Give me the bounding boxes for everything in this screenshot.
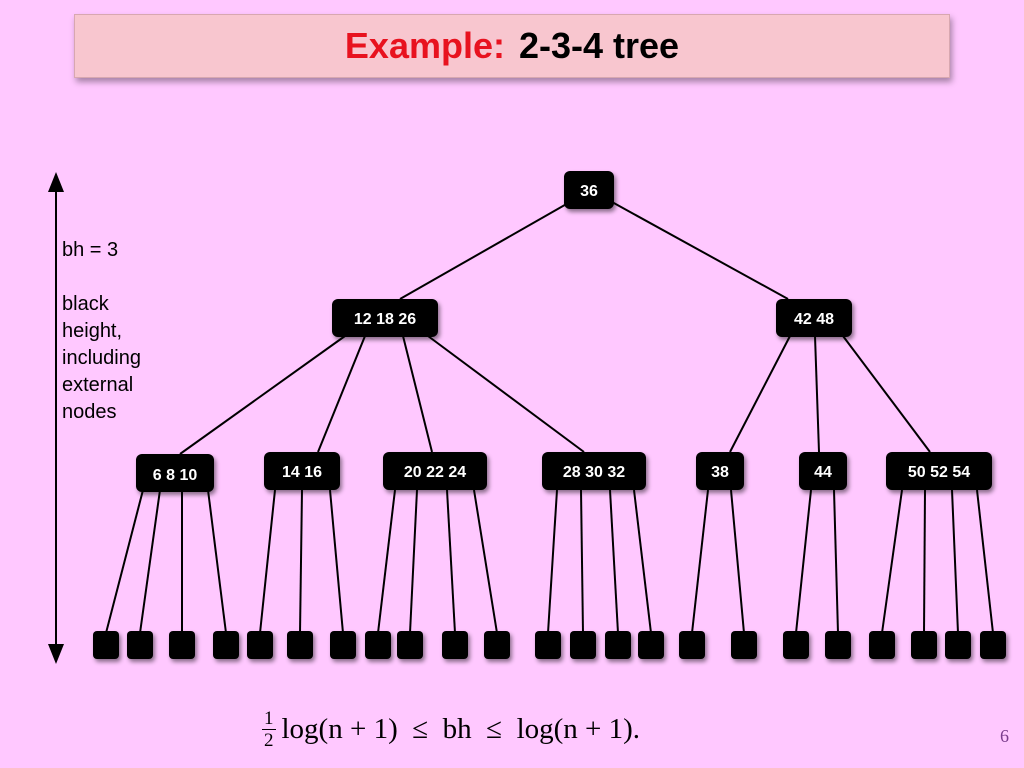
external-node — [679, 631, 705, 659]
internal-node-12-18-26: 12 18 26 — [332, 299, 438, 337]
leaf-node-14-16: 14 16 — [264, 452, 340, 490]
tree-edge — [842, 335, 931, 453]
leaf-node-44: 44 — [799, 452, 847, 490]
external-node — [638, 631, 664, 659]
tree-edge — [446, 489, 456, 634]
tree-edge — [881, 489, 903, 634]
tree-edge — [399, 201, 571, 300]
leaf-node-6-8-10: 6 8 10 — [136, 454, 214, 492]
external-node — [731, 631, 757, 659]
formula-op2: ≤ — [486, 712, 503, 745]
tree-edge — [329, 489, 344, 634]
leaf-node-50-52-54: 50 52 54 — [886, 452, 992, 490]
external-node — [869, 631, 895, 659]
tree-edge — [139, 489, 161, 634]
external-node — [783, 631, 809, 659]
tree-edge — [547, 489, 558, 634]
node-label: 28 30 32 — [563, 464, 625, 481]
external-node — [911, 631, 937, 659]
tree-edge — [814, 335, 820, 453]
tree-edge — [609, 489, 619, 634]
tree-edge — [427, 335, 585, 453]
external-node — [605, 631, 631, 659]
external-node — [330, 631, 356, 659]
external-node — [484, 631, 510, 659]
external-node — [442, 631, 468, 659]
external-node — [825, 631, 851, 659]
external-node — [247, 631, 273, 659]
fraction-half: 1 2 — [262, 709, 276, 750]
formula-right: log(n + 1). — [516, 712, 641, 745]
tree-edge — [951, 489, 959, 634]
tree-edge — [580, 489, 584, 634]
node-label: 42 48 — [794, 311, 834, 328]
tree-edge — [299, 489, 303, 634]
external-node — [535, 631, 561, 659]
tree-edge — [259, 489, 276, 634]
tree-edge — [179, 335, 346, 455]
external-node — [365, 631, 391, 659]
tree-edge — [795, 489, 812, 634]
title-label: Example: — [344, 25, 505, 66]
internal-node-42-48: 42 48 — [776, 299, 852, 337]
tree-edge — [317, 335, 366, 453]
external-node — [287, 631, 313, 659]
external-node — [570, 631, 596, 659]
title-text: 2-3-4 tree — [518, 25, 680, 66]
black-height-label: bh = 3 — [62, 239, 119, 261]
external-node — [945, 631, 971, 659]
external-nodes — [93, 631, 1006, 659]
tree-edge — [207, 489, 227, 634]
formula-left: log(n + 1) — [281, 712, 398, 745]
tree-edge — [691, 489, 709, 634]
external-node — [980, 631, 1006, 659]
node-label: 38 — [711, 464, 729, 481]
root-node: 36 — [564, 171, 614, 209]
formula-op1: ≤ — [412, 712, 429, 745]
fraction-numerator: 1 — [262, 707, 276, 730]
external-node — [397, 631, 423, 659]
external-node — [169, 631, 195, 659]
node-label: 20 22 24 — [404, 464, 466, 481]
tree-edge — [473, 489, 498, 634]
slide-number: 6 — [1000, 726, 1009, 746]
tree-edge — [105, 489, 144, 634]
formula-middle: bh — [442, 712, 472, 745]
fraction-denominator: 2 — [264, 729, 274, 751]
node-label: 50 52 54 — [908, 464, 970, 481]
node-label: 12 18 26 — [354, 311, 416, 328]
black-height-description: black height, including external nodes — [62, 293, 141, 423]
height-bound-formula: 1 2 log(n + 1) ≤ bh ≤ log(n + 1). — [262, 704, 640, 754]
tree-nodes: 36 12 18 26 42 48 6 8 10 14 16 20 22 24 … — [136, 171, 992, 492]
tree-edge — [923, 489, 926, 634]
leaf-node-38: 38 — [696, 452, 744, 490]
tree-edge — [377, 489, 396, 634]
leaf-node-28-30-32: 28 30 32 — [542, 452, 646, 490]
tree-edge — [976, 489, 994, 634]
external-node — [213, 631, 239, 659]
root-node-label: 36 — [580, 183, 598, 200]
leaf-node-20-22-24: 20 22 24 — [383, 452, 487, 490]
node-label: 14 16 — [282, 464, 322, 481]
tree-edge — [729, 335, 791, 453]
node-label: 44 — [814, 464, 832, 481]
node-label: 6 8 10 — [153, 467, 198, 484]
external-node — [93, 631, 119, 659]
title-box: Example: 2-3-4 tree — [74, 14, 950, 78]
tree-edge — [611, 201, 789, 300]
external-node — [127, 631, 153, 659]
tree-edges — [105, 201, 994, 634]
tree-edge — [633, 489, 652, 634]
tree-edge — [833, 489, 839, 634]
tree-edge — [409, 489, 418, 634]
tree-edge — [730, 489, 745, 634]
tree-edge — [402, 335, 433, 453]
